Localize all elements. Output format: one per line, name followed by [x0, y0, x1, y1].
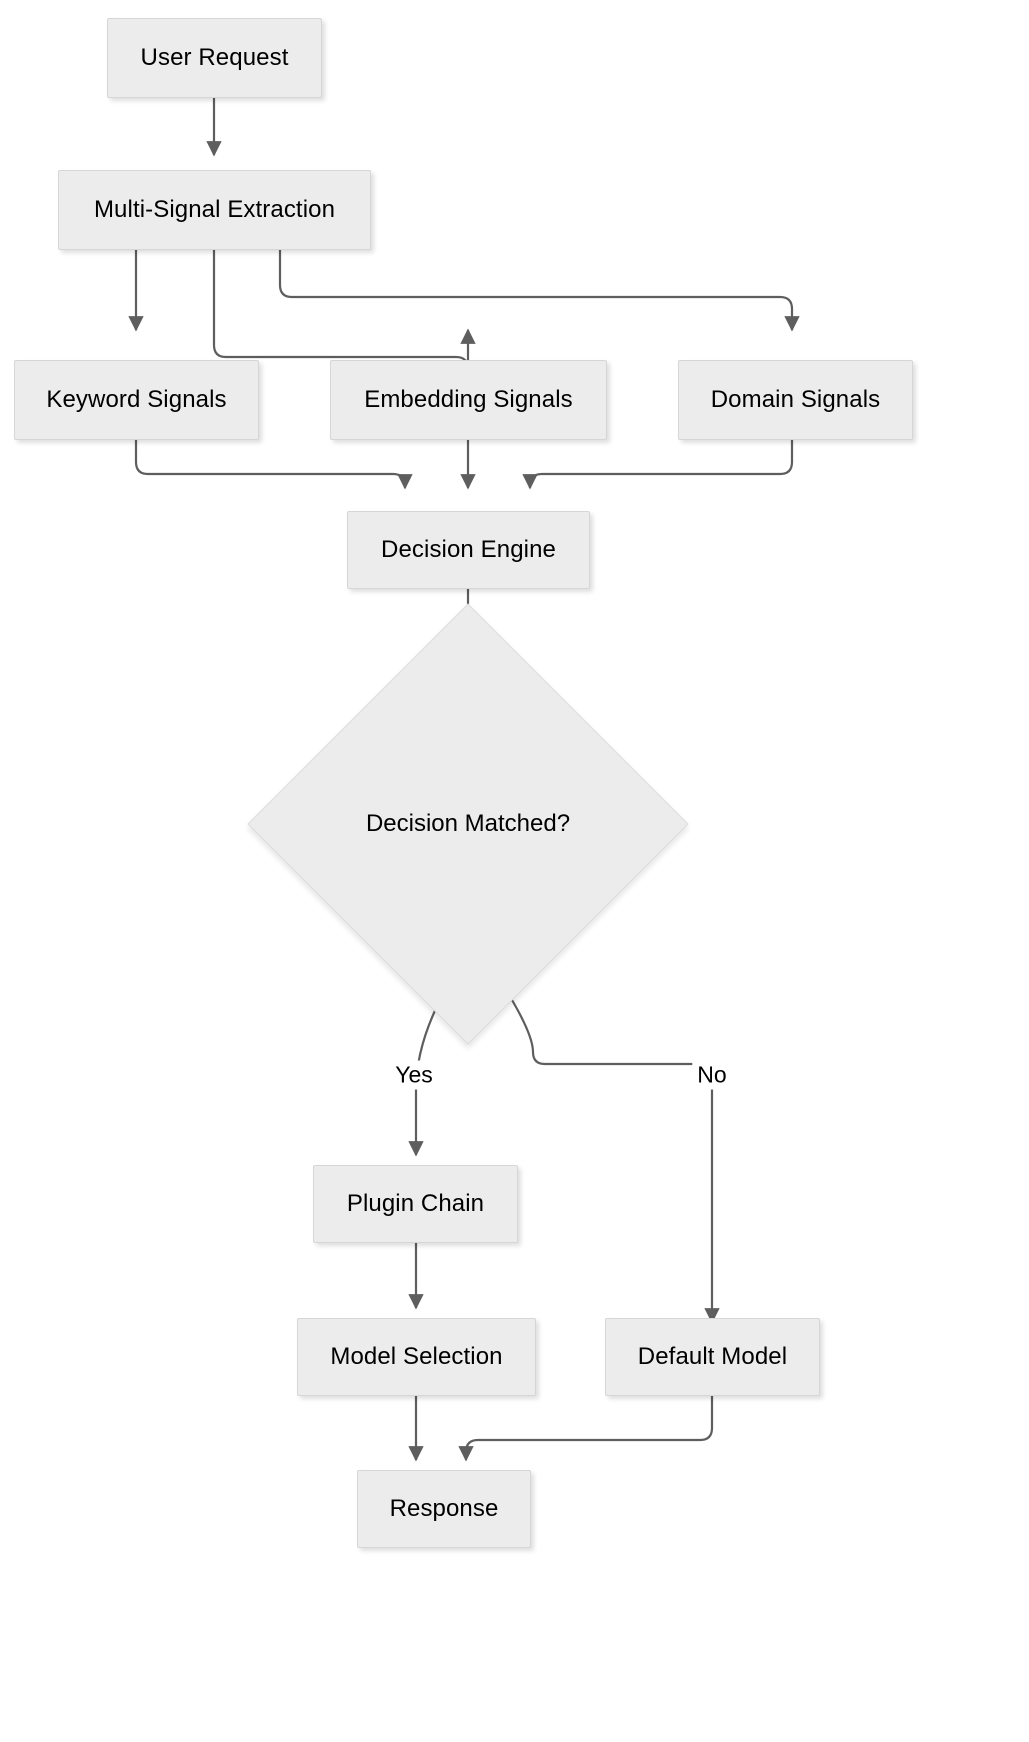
node-multi-signal-extraction[interactable]: Multi-Signal Extraction: [58, 170, 371, 250]
node-decision-matched[interactable]: Decision Matched?: [247, 603, 689, 1045]
node-decision-engine-label: Decision Engine: [381, 535, 556, 563]
edge-label-no: No: [692, 1060, 732, 1090]
edge-decision-matched-no-to-default-model: [511, 999, 720, 1324]
node-response[interactable]: Response: [357, 1470, 531, 1548]
node-model-selection-label: Model Selection: [330, 1342, 503, 1370]
node-keyword-signals-label: Keyword Signals: [46, 385, 227, 413]
edge-label-yes: Yes: [390, 1060, 438, 1090]
node-model-selection[interactable]: Model Selection: [297, 1318, 536, 1396]
node-default-model[interactable]: Default Model: [605, 1318, 820, 1396]
node-keyword-signals[interactable]: Keyword Signals: [14, 360, 259, 440]
node-decision-engine[interactable]: Decision Engine: [347, 511, 590, 589]
node-plugin-chain[interactable]: Plugin Chain: [313, 1165, 518, 1243]
node-user-request[interactable]: User Request: [107, 18, 322, 98]
edge-keyword-to-decision-engine: [134, 440, 413, 490]
node-response-label: Response: [389, 1494, 499, 1522]
edge-extraction-to-embedding: [212, 249, 476, 370]
node-embedding-signals[interactable]: Embedding Signals: [330, 360, 607, 440]
node-plugin-chain-label: Plugin Chain: [346, 1189, 485, 1217]
node-default-model-label: Default Model: [637, 1342, 788, 1370]
node-decision-matched-label: Decision Matched?: [365, 810, 571, 837]
node-embedding-signals-label: Embedding Signals: [364, 385, 573, 413]
node-multi-signal-extraction-label: Multi-Signal Extraction: [93, 195, 336, 223]
node-domain-signals-label: Domain Signals: [710, 385, 881, 413]
edge-domain-to-decision-engine: [522, 440, 794, 490]
edge-extraction-to-domain: [278, 249, 800, 332]
edge-default-model-to-response: [458, 1396, 714, 1462]
node-domain-signals[interactable]: Domain Signals: [678, 360, 913, 440]
node-user-request-label: User Request: [140, 43, 289, 71]
